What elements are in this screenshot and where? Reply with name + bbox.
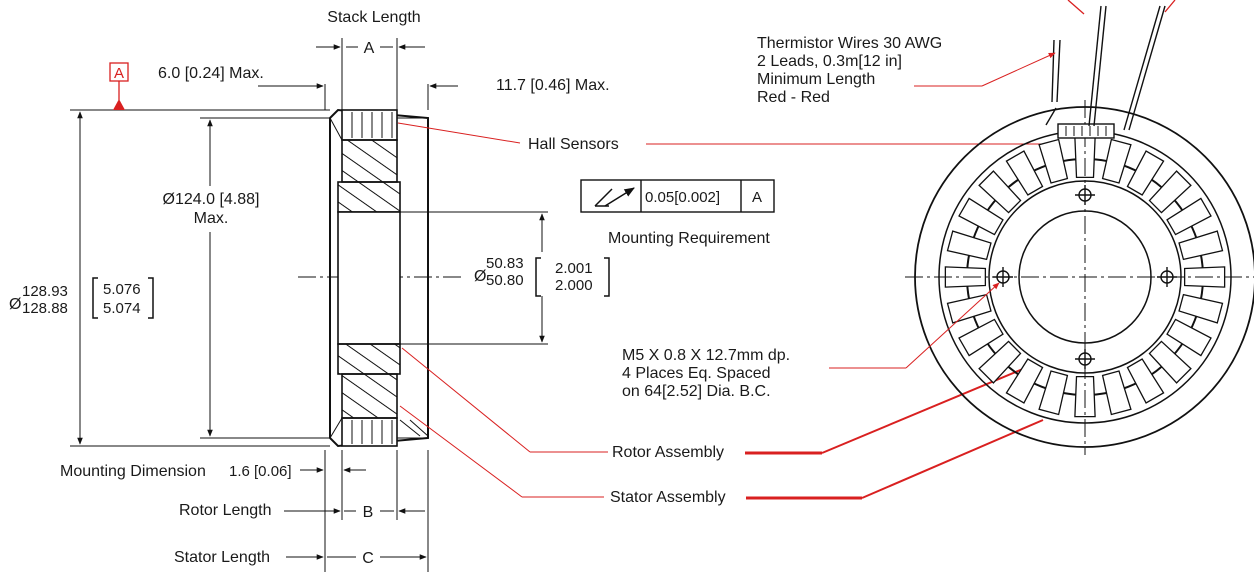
holes-line2: 4 Places Eq. Spaced: [622, 365, 771, 382]
hall-sensors-label: Hall Sensors: [528, 136, 619, 153]
stator-slot: [946, 293, 992, 324]
max-offsets-dimension: 6.0 [0.24] Max. 11.7 [0.46] Max.: [158, 65, 610, 94]
bore-dia-in-upper: 2.001: [555, 260, 593, 277]
hall-sensors-callout: Hall Sensors: [397, 122, 1058, 153]
rotor-lower-section: [337, 343, 401, 375]
stator-slot: [1178, 230, 1224, 261]
mounting-holes: [993, 185, 1177, 369]
stack-length-dimension: Stack Length A: [316, 9, 425, 57]
thermistor-wires: [1045, 5, 1166, 131]
mounting-requirement-caption: Mounting Requirement: [608, 230, 770, 247]
overall-dia-in-lower: 5.074: [103, 300, 141, 317]
bore-diameter-dimension: Ø 50.83 50.80 2.001 2.000: [470, 213, 620, 343]
rotor-bore: [337, 211, 401, 345]
thermistor-callout: Thermistor Wires 30 AWG 2 Leads, 0.3m[12…: [757, 35, 1056, 106]
left-max-label: 6.0 [0.24] Max.: [158, 65, 264, 82]
rotor-length-letter: B: [363, 504, 374, 521]
stator-slot: [1038, 370, 1069, 416]
tolerance-datum: A: [752, 189, 762, 206]
stator-lower-section: [341, 373, 398, 419]
stator-slot: [1178, 293, 1224, 324]
bore-dia-prefix: Ø: [474, 268, 486, 285]
thermistor-line1: Thermistor Wires 30 AWG: [757, 35, 942, 52]
outer-dia-line2: Max.: [194, 210, 229, 227]
front-view: [905, 0, 1254, 455]
overall-dia-upper: 128.93: [22, 283, 68, 300]
hall-sensor-board: [1057, 123, 1115, 139]
bore-dia-in-lower: 2.000: [555, 277, 593, 294]
datum-a-letter: A: [114, 65, 124, 82]
rotor-assembly-label: Rotor Assembly: [612, 444, 724, 461]
runout-tolerance-frame: 0.05[0.002] A Mounting Requirement: [580, 179, 775, 247]
outer-dia-line1: Ø124.0 [4.88]: [163, 191, 260, 208]
stator-length-letter: C: [362, 550, 374, 567]
stator-slot: [978, 340, 1022, 384]
overall-diameter-dimension: Ø 128.93 128.88 5.076 5.074: [9, 111, 154, 445]
stator-slot: [958, 318, 1004, 357]
stator-slot: [1101, 370, 1132, 416]
bottom-winding-block: [341, 417, 398, 447]
stator-slot: [1005, 150, 1044, 196]
stator-length-dimension: Stator Length C: [174, 549, 427, 567]
stator-slot: [1148, 170, 1192, 214]
stator-slot: [958, 197, 1004, 236]
overall-dia-lower: 128.88: [22, 300, 68, 317]
stator-slot: [1166, 197, 1212, 236]
thermistor-line2: 2 Leads, 0.3m[12 in]: [757, 53, 902, 70]
stator-length-label: Stator Length: [174, 549, 270, 566]
stator-slot: [1166, 318, 1212, 357]
rotor-upper-section: [337, 181, 401, 213]
outer-diameter-dimension: Ø124.0 [4.88] Max.: [140, 119, 280, 437]
holes-line3: on 64[2.52] Dia. B.C.: [622, 383, 771, 400]
mounting-dimension: Mounting Dimension 1.6 [0.06]: [60, 463, 366, 480]
stack-length-label: Stack Length: [327, 9, 420, 26]
thermistor-line4: Red - Red: [757, 89, 830, 106]
stator-slot: [978, 170, 1022, 214]
stator-slot: [946, 230, 992, 261]
stator-slot: [1126, 150, 1165, 196]
stator-upper-section: [341, 139, 398, 183]
stator-slot: [1005, 358, 1044, 404]
stack-length-letter: A: [364, 40, 375, 57]
tolerance-value: 0.05[0.002]: [645, 189, 720, 206]
right-max-label: 11.7 [0.46] Max.: [496, 77, 610, 94]
datum-a: A: [109, 62, 129, 110]
stator-slot: [1101, 138, 1132, 184]
hall-sensor-block: [341, 109, 398, 141]
diameter-extension-lines: [70, 109, 548, 447]
bore-dia-lower: 50.80: [486, 272, 524, 289]
mounting-dimension-label: Mounting Dimension: [60, 463, 206, 480]
stator-assembly-label: Stator Assembly: [610, 489, 726, 506]
bore-dia-upper: 50.83: [486, 255, 524, 272]
side-view: Stack Length A 6.0 [0.24] Max. 11.7 [0.4…: [9, 9, 1058, 572]
stator-slot: [1038, 138, 1069, 184]
holes-line1: M5 X 0.8 X 12.7mm dp.: [622, 347, 790, 364]
stator-slot: [1148, 340, 1192, 384]
overall-dia-in-upper: 5.076: [103, 281, 141, 298]
holes-callout: M5 X 0.8 X 12.7mm dp. 4 Places Eq. Space…: [622, 282, 1000, 400]
runout-symbol-icon: [594, 187, 635, 207]
stator-slots: [944, 136, 1226, 418]
rotor-length-label: Rotor Length: [179, 502, 272, 519]
motor-body-section: [329, 108, 429, 448]
rotor-length-dimension: Rotor Length B: [179, 502, 425, 521]
mounting-dimension-value: 1.6 [0.06]: [229, 463, 292, 480]
thermistor-line3: Minimum Length: [757, 71, 875, 88]
stator-slot: [1126, 358, 1165, 404]
overall-dia-prefix: Ø: [9, 296, 21, 313]
